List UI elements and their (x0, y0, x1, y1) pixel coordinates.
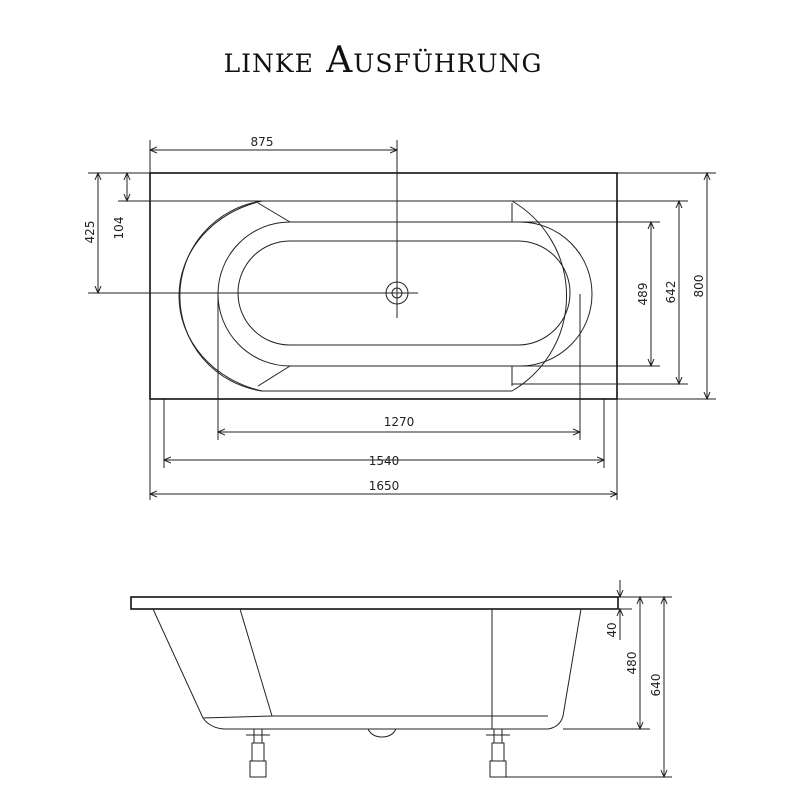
side-body (152, 608, 582, 730)
dim-label-1650: 1650 (369, 479, 400, 493)
dim-label-1540: 1540 (369, 454, 400, 468)
dim-label-800: 800 (692, 275, 706, 298)
dim-label-640: 640 (649, 674, 663, 697)
foot-right (486, 728, 510, 778)
page-title: linke Ausführung (223, 40, 543, 81)
tub-rim-outline (149, 172, 618, 400)
dim-label-1270: 1270 (384, 415, 415, 429)
dim-label-104: 104 (112, 217, 126, 240)
side-rim (130, 596, 619, 610)
side-view: 40 480 640 (130, 580, 672, 778)
dim-label-489: 489 (636, 283, 650, 306)
dim-label-40: 40 (605, 622, 619, 637)
dim-label-875: 875 (251, 135, 274, 149)
tub-shell-left (179, 200, 263, 392)
tub-inner-rim (178, 200, 567, 392)
dim-label-425: 425 (83, 221, 97, 244)
dim-label-642: 642 (664, 281, 678, 304)
tub-basin-floor (237, 240, 571, 346)
dim-label-480: 480 (625, 652, 639, 675)
foot-left (246, 728, 270, 778)
top-view: 875 1270 1540 1650 425 104 489 642 (83, 135, 716, 500)
backrest-left (257, 202, 291, 387)
